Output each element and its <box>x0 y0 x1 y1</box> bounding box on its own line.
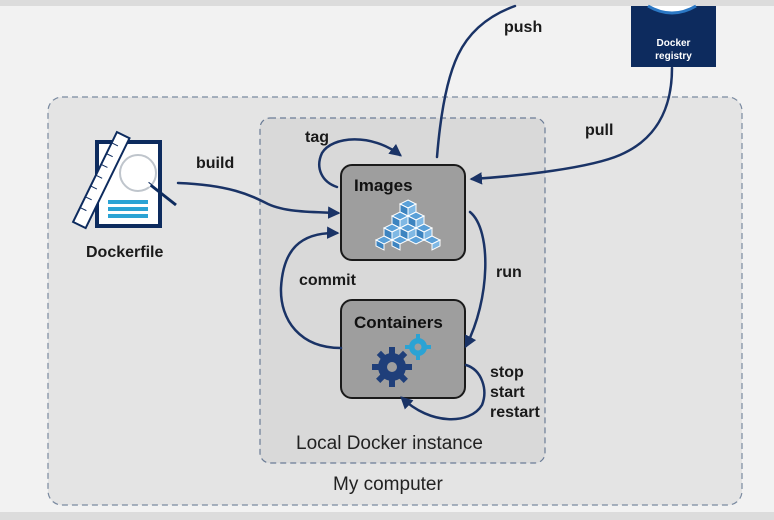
registry-line-1: Docker <box>656 38 691 49</box>
dockerfile-icon <box>71 130 177 230</box>
image-cubes-icon <box>374 199 442 251</box>
images-title: Images <box>354 176 413 195</box>
run-arrow <box>464 210 487 349</box>
dockerfile-label: Dockerfile <box>86 244 164 261</box>
tag-arrow <box>318 138 402 189</box>
stop-label: stop <box>490 364 524 381</box>
registry-label: Docker registry <box>631 37 716 63</box>
lifecycle-labels: stop start restart <box>490 363 540 423</box>
registry-logo-icon <box>647 4 697 15</box>
local-docker-region <box>259 117 546 464</box>
containers-title: Containers <box>354 313 443 332</box>
run-label: run <box>496 264 522 281</box>
registry-line-2: registry <box>655 51 692 62</box>
local-instance-label: Local Docker instance <box>296 433 483 454</box>
start-label: start <box>490 384 525 401</box>
pull-arrow <box>469 66 674 185</box>
build-label: build <box>196 155 235 172</box>
gears-icon <box>372 334 431 387</box>
push-arrow <box>435 4 517 159</box>
build-arrow <box>176 181 341 219</box>
restart-label: restart <box>490 404 540 421</box>
lifecycle-arrow <box>400 363 486 421</box>
top-strip <box>0 0 774 6</box>
push-label: push <box>504 19 543 36</box>
docker-registry-box <box>631 6 716 67</box>
my-computer-label: My computer <box>333 474 443 495</box>
commit-label: commit <box>299 272 356 289</box>
tag-label: tag <box>305 129 329 146</box>
pull-label: pull <box>585 122 614 139</box>
bottom-strip <box>0 512 774 520</box>
commit-arrow <box>279 226 343 350</box>
